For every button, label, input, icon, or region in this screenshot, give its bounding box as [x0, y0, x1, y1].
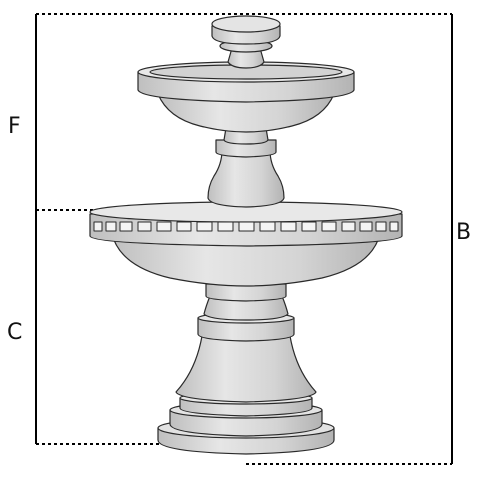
lower-basin-bowl [111, 233, 381, 287]
pedestal-collar [197, 317, 295, 342]
pedestal-column [175, 335, 317, 403]
dimension-label-b: B [456, 220, 472, 245]
pedestal-neck-ring [205, 283, 287, 302]
upper-stem-collar [215, 139, 277, 158]
upper-basin-bowl [157, 93, 335, 133]
dimension-label-f: F [8, 114, 21, 139]
dimension-lines [35, 13, 453, 465]
finial-stem [227, 47, 265, 69]
garden-fountain-icon [89, 15, 403, 455]
finial-top-cap [211, 15, 281, 33]
dimension-label-c: C [7, 320, 23, 345]
pedestal-neck [203, 295, 289, 321]
lower-basin-band [93, 221, 399, 232]
upper-stem [207, 149, 285, 208]
